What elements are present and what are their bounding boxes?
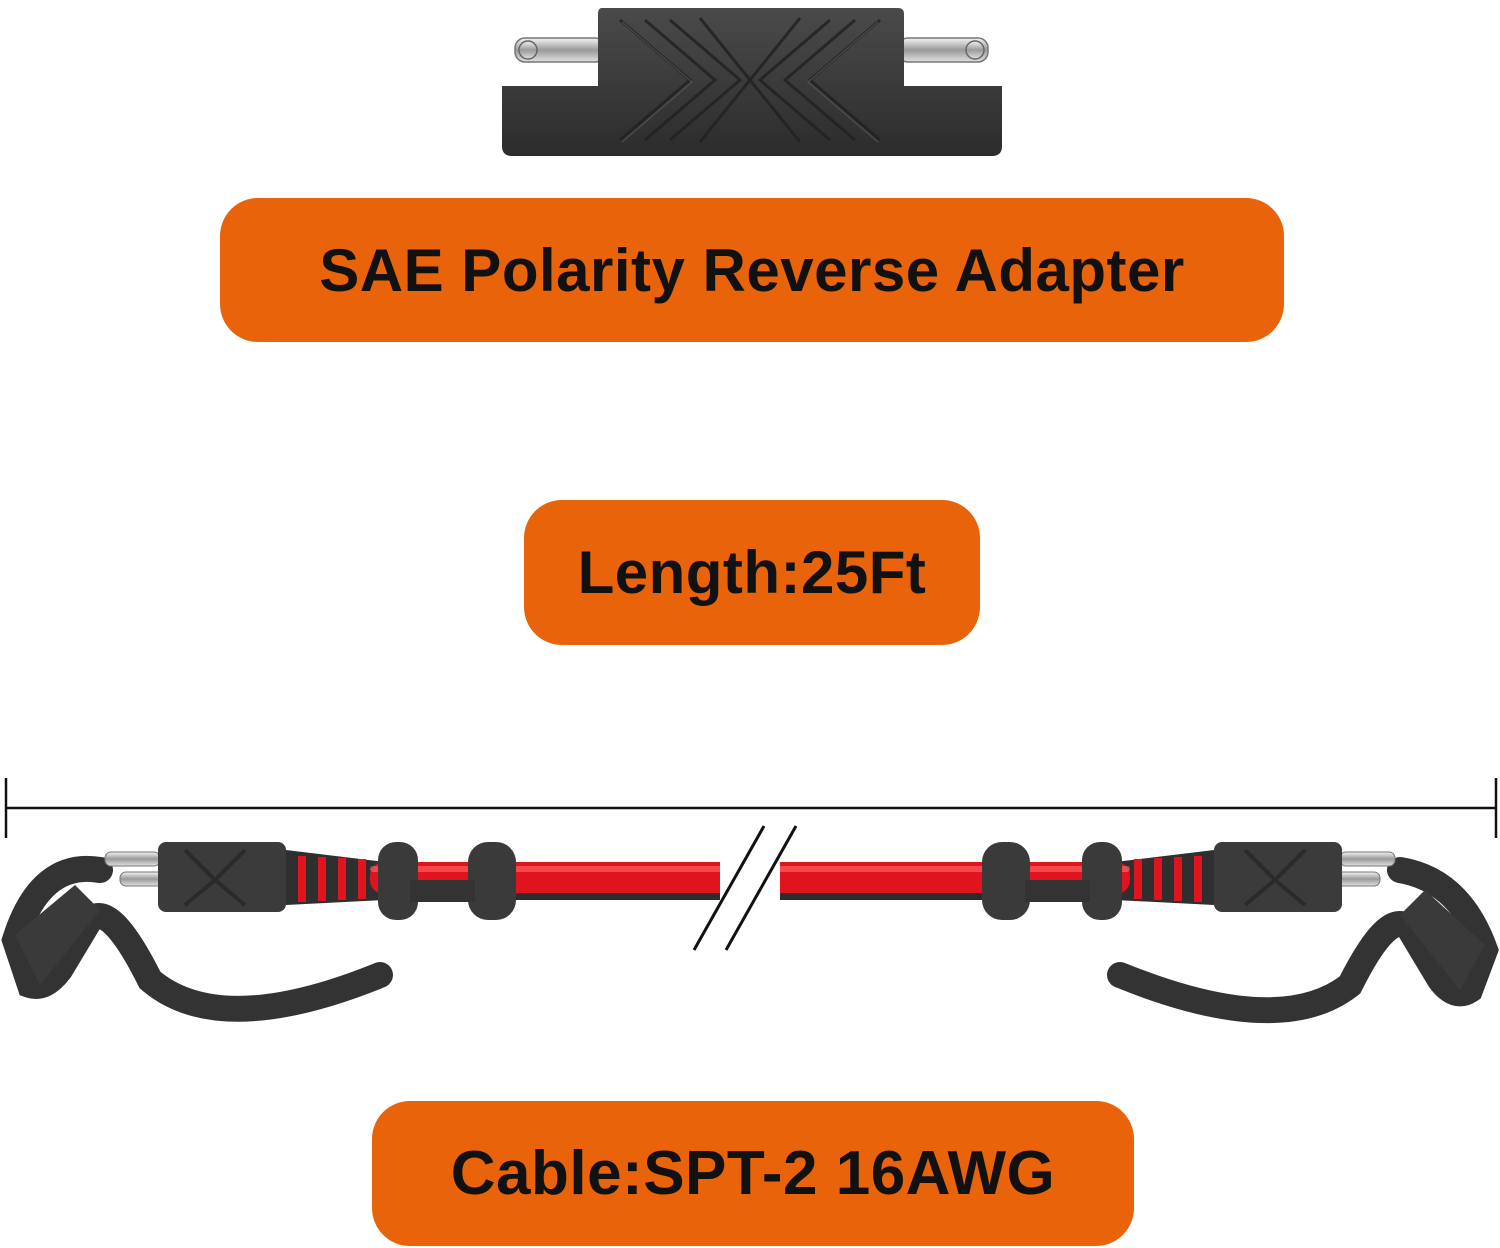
adapter-label: SAE Polarity Reverse Adapter — [220, 198, 1284, 342]
adapter-pin-left — [514, 37, 606, 63]
length-label: Length:25Ft — [524, 500, 980, 645]
adapter-pin-right — [897, 37, 989, 63]
sae-extension-cable-icon — [1, 825, 1499, 1024]
measurement-line-icon — [4, 778, 1498, 838]
cable-label: Cable:SPT-2 16AWG — [372, 1101, 1134, 1246]
